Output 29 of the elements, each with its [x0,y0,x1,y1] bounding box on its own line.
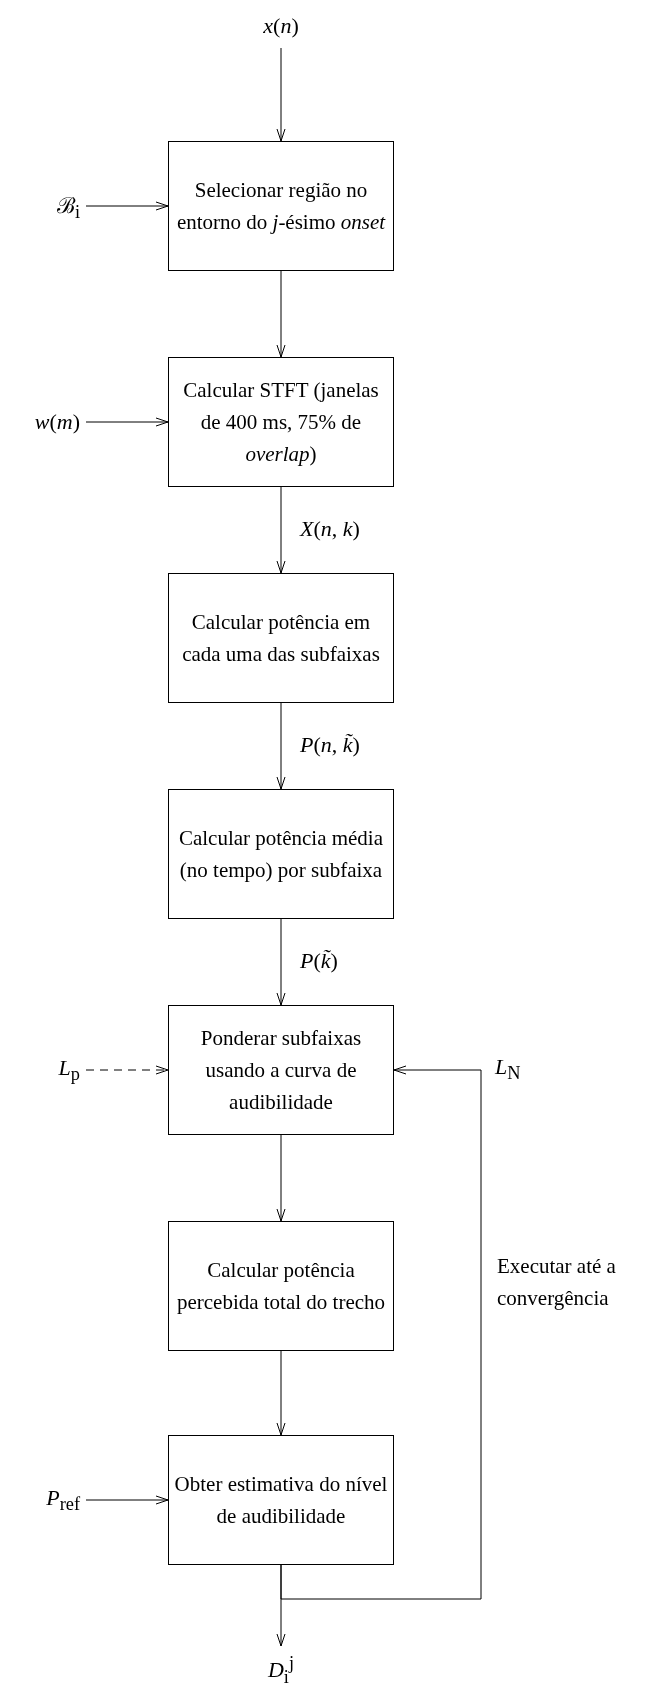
arrow [85,417,169,427]
arrow [276,47,286,142]
edge-label: X(n, k) [300,516,360,542]
arrow [85,1495,169,1505]
process-box: Calcular potência percebida total do trecho [168,1221,394,1351]
edge-label: P(n, k̃) [300,732,360,758]
signal-label: P$_{ref}$ [24,1484,80,1516]
arrow [276,1134,286,1222]
signal-label: L$_{p}$ [36,1054,80,1086]
arrow [85,1065,169,1075]
signal-label: ℬ$_{i}$ [40,190,80,222]
arrow [276,918,286,1006]
arrow [280,1065,482,1600]
process-box: Obter estimativa do nível de audibilidade [168,1435,394,1565]
arrow [276,1350,286,1436]
process-box: Calcular potência média (no tempo) por subfaixa [168,789,394,919]
process-box: Selecionar região no entorno do j-ésimo onset [168,141,394,271]
process-box: Ponderar subfaixas usando a curva de audibilidade [168,1005,394,1135]
signal-label: w(m) [6,406,80,438]
signal-label: x(n) [251,10,311,42]
edge-label: L$_{N}$ [495,1054,521,1085]
edge-label: P(k̃) [300,948,338,974]
process-box: Calcular STFT (janelas de 400 ms, 75% de overlap) [168,357,394,487]
arrow [276,270,286,358]
process-box: Calcular potência em cada uma das subfaixas [168,573,394,703]
arrow [85,201,169,211]
arrow [276,702,286,790]
loop-note: Executar até a convergência [497,1253,617,1312]
arrow [276,486,286,574]
